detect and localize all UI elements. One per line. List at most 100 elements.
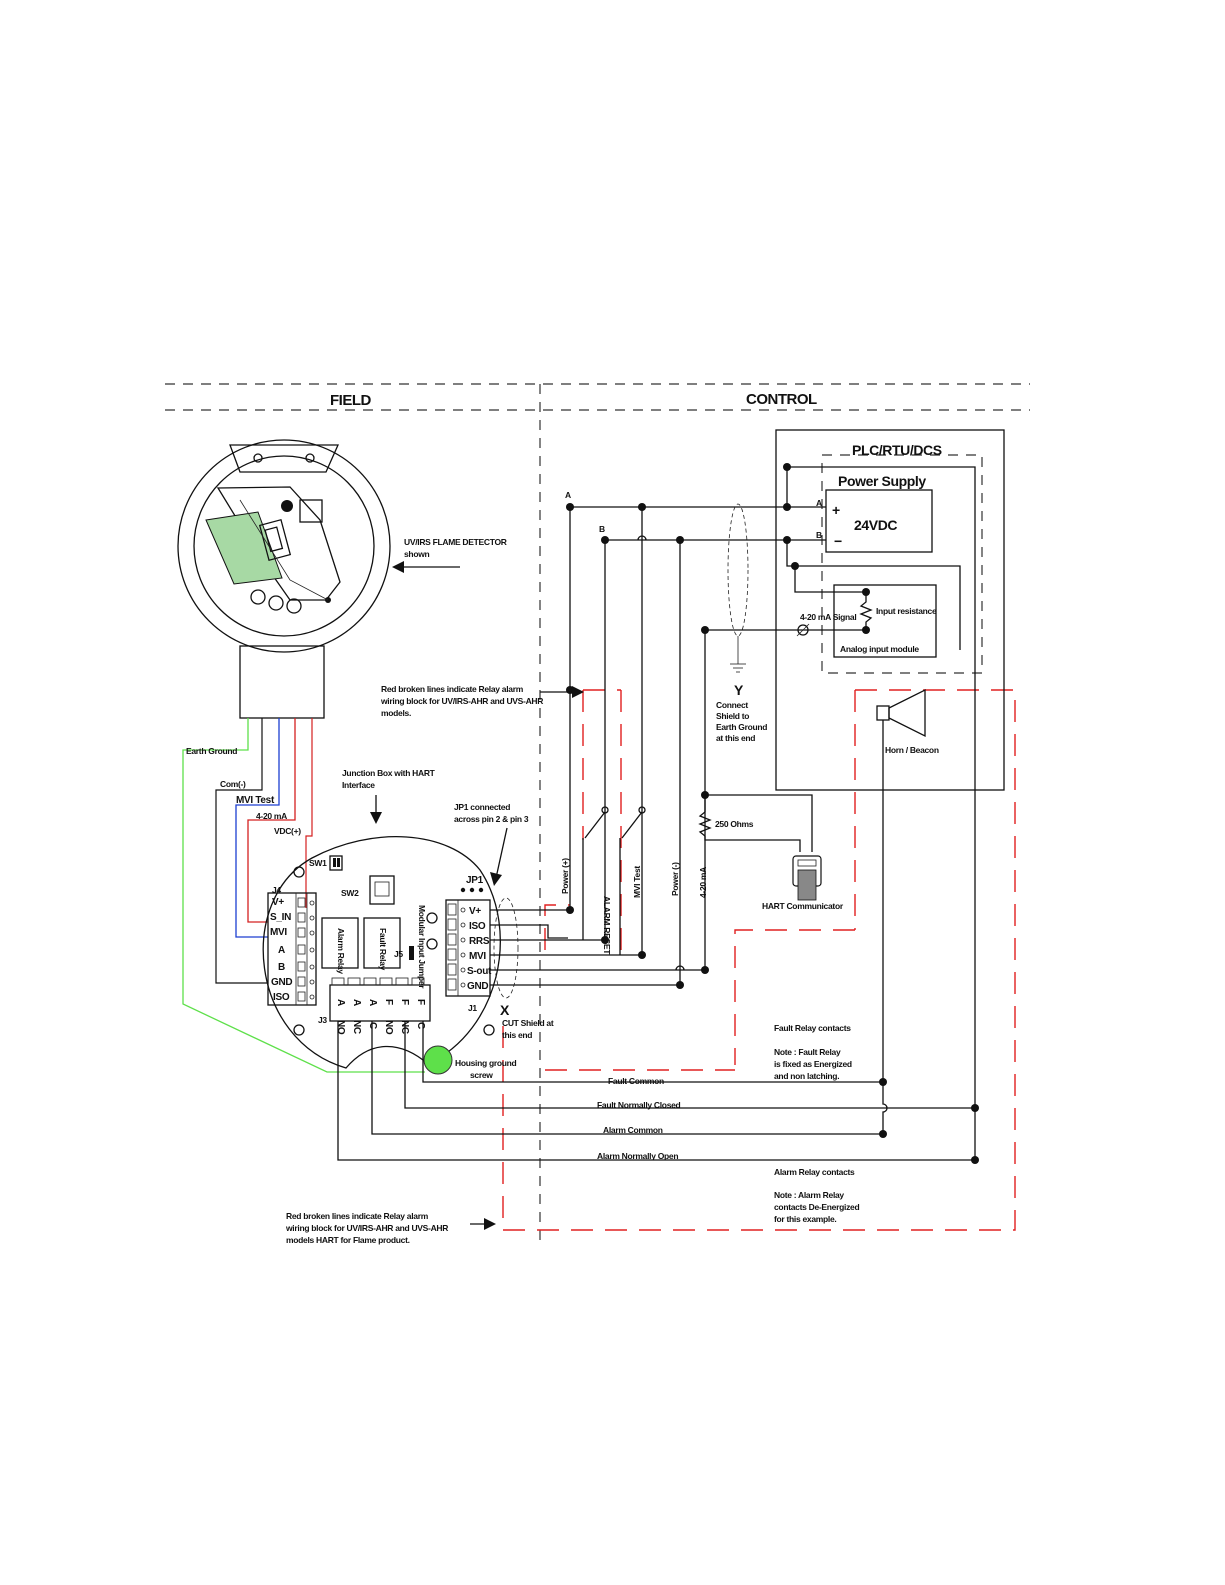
jp1-note-2: across pin 2 & pin 3 <box>454 814 529 824</box>
j3-label: J3 <box>318 1015 327 1025</box>
j1-terminals: V+ ISO RRS MVI S-out GND <box>467 906 492 992</box>
j3-terminal: A <box>351 999 362 1006</box>
y-note-2: Shield to <box>716 711 749 721</box>
red-note-lower-3: models HART for Flame product. <box>286 1235 410 1245</box>
red-note-upper-1: Red broken lines indicate Relay alarm <box>381 684 524 694</box>
resistor-label: 250 Ohms <box>715 819 754 829</box>
relay-notes: Fault Relay contacts Note : Fault Relay … <box>774 1023 860 1224</box>
fault-note-3: and non latching. <box>774 1071 839 1081</box>
fault-nc-label: Fault Normally Closed <box>597 1100 681 1110</box>
fault-title: Fault Relay contacts <box>774 1023 851 1033</box>
j3-terminal: NO <box>383 1020 394 1035</box>
relay2-label: Fault Relay <box>378 928 388 971</box>
com-label: Com(-) <box>220 779 246 789</box>
zone-boundaries: FIELD CONTROL <box>165 383 1030 1245</box>
x-mark: X <box>500 1002 510 1018</box>
horn-label: Horn / Beacon <box>885 745 939 755</box>
housing-ground-screw <box>423 1045 453 1075</box>
input-resistance-label: Input resistance <box>876 606 937 616</box>
alarm-common-label: Alarm Common <box>603 1125 663 1135</box>
mvi-wire <box>235 718 280 938</box>
alarm-reset-label: ALARM RESET <box>602 896 612 955</box>
fault-note-2: is fixed as Energized <box>774 1059 852 1069</box>
y-mark: Y <box>734 682 744 698</box>
y-note-3: Earth Ground <box>716 722 767 732</box>
jumper-label: Modular Input Jumper <box>417 905 427 989</box>
detector-label-2: shown <box>404 549 430 559</box>
j3-terminals-top: A A A F F F <box>335 999 426 1006</box>
j3-terminal: A <box>367 999 378 1006</box>
j3-terminal: NC <box>351 1020 362 1034</box>
x-note-2: this end <box>502 1030 532 1040</box>
j4-terminal: S_IN <box>270 912 291 923</box>
y-note-1: Connect <box>716 700 748 710</box>
junction-box-label-2: Interface <box>342 780 375 790</box>
j1-terminal: V+ <box>469 906 481 917</box>
j5-label: J5 <box>394 949 403 959</box>
j3-terminals-bottom: NO NC C NO NC C <box>335 1020 426 1035</box>
vdc-label: VDC(+) <box>274 826 301 836</box>
signal-wires: A B Power (+) ALARM RESET MVI Test Power… <box>490 490 800 999</box>
signal-label: 4-20 mA Signal <box>800 612 856 622</box>
sw2-label: SW2 <box>341 888 359 898</box>
j1-terminal: RRS <box>469 936 490 947</box>
plc-title: PLC/RTU/DCS <box>852 442 942 458</box>
j1-terminal: GND <box>467 981 488 992</box>
x-note-1: CUT Shield at <box>502 1018 554 1028</box>
red-note-upper-2: wiring block for UV/IRS-AHR and UVS-AHR <box>380 696 543 706</box>
hart-loop: 250 Ohms HART Communicator <box>698 794 844 911</box>
ma-label: 4-20 mA <box>256 811 287 821</box>
junction-box: Junction Box with HART Interface JP1 con… <box>262 768 529 1080</box>
detector-label-1: UV/IRS FLAME DETECTOR <box>404 537 507 547</box>
alarm-no-label: Alarm Normally Open <box>597 1151 678 1161</box>
com-wire <box>215 718 268 984</box>
earth-ground-wire <box>182 718 425 1073</box>
shield-notes: Y Connect Shield to Earth Ground at this… <box>500 682 768 1040</box>
control-panel: PLC/RTU/DCS Power Supply + 24VDC − A B I… <box>775 429 1005 1108</box>
vdc-wire <box>305 718 313 908</box>
control-label: CONTROL <box>746 391 817 408</box>
analog-module-label: Analog input module <box>840 644 919 654</box>
j4-terminal: ISO <box>273 992 290 1003</box>
field-label: FIELD <box>330 392 371 409</box>
j3-terminal: F <box>399 999 410 1005</box>
node-b-label: B <box>599 524 605 534</box>
jp1-note-1: JP1 connected <box>454 802 510 812</box>
earth-ground-label: Earth Ground <box>186 746 237 756</box>
detector-cable: Earth Ground Com(-) MVI Test 4-20 mA VDC… <box>182 718 425 1073</box>
ma-wire-label: 4-20 mA <box>698 867 708 898</box>
red-note-lower-2: wiring block for UV/IRS-AHR and UVS-AHR <box>285 1223 448 1233</box>
j4-terminal: GND <box>271 977 292 988</box>
flame-detector: UV/IRS FLAME DETECTOR shown <box>177 439 507 719</box>
j4-terminal: A <box>278 945 285 956</box>
ps-node-b: B <box>816 530 822 540</box>
alarm-note-2: contacts De-Energized <box>774 1202 859 1212</box>
j1-terminal: MVI <box>469 951 486 962</box>
alarm-note-3: for this example. <box>774 1214 836 1224</box>
sw1-label: SW1 <box>309 858 327 868</box>
j3-terminal: F <box>383 999 394 1005</box>
power-plus-label: Power (+) <box>560 858 570 894</box>
j3-terminal: A <box>335 999 346 1006</box>
voltage-label: 24VDC <box>854 517 897 533</box>
relay-wires: Fault Common Fault Normally Closed Alarm… <box>337 1021 979 1164</box>
j4-label: J4 <box>272 885 281 895</box>
power-minus-label: Power (-) <box>670 862 680 896</box>
y-note-4: at this end <box>716 733 755 743</box>
j3-terminal: NO <box>335 1020 346 1035</box>
housing-label-1: Housing ground <box>455 1058 517 1068</box>
j1-terminal: S-out <box>467 966 492 977</box>
fault-note-1: Note : Fault Relay <box>774 1047 841 1057</box>
j4-terminal: V+ <box>272 897 284 908</box>
plus-sign: + <box>832 502 840 518</box>
alarm-note-1: Note : Alarm Relay <box>774 1190 844 1200</box>
j3-terminal: F <box>415 999 426 1005</box>
j3-terminal: C <box>415 1022 426 1029</box>
jp1-label: JP1 <box>466 875 484 886</box>
ma-wire <box>247 718 296 923</box>
mvi-test-wire-label: MVI Test <box>632 866 642 898</box>
red-note-upper-3: models. <box>381 708 411 718</box>
power-supply-label: Power Supply <box>838 473 926 489</box>
mvi-test-label: MVI Test <box>236 795 275 806</box>
